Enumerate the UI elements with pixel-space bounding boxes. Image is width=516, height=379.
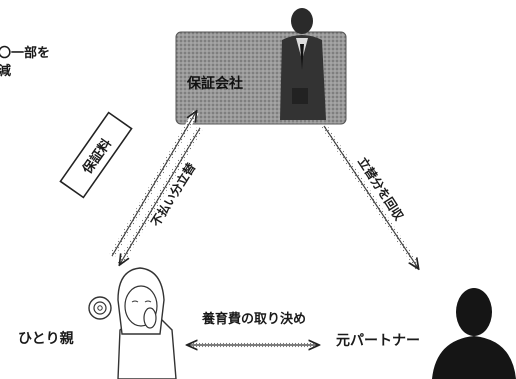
top-left-text-line-1: 〇一部を xyxy=(0,46,51,61)
fee-box xyxy=(59,111,133,199)
worry-swirl-icon xyxy=(88,296,112,320)
ex-partner-silhouette-icon xyxy=(432,288,516,379)
guarantor-label: 保証会社 xyxy=(187,76,243,92)
ex-partner-label: 元パートナー xyxy=(336,333,420,349)
advance-arrow xyxy=(117,126,203,264)
collect-arrow xyxy=(321,124,421,268)
agreement-label: 養育費の取り決め xyxy=(202,312,307,327)
single-parent-icon xyxy=(117,267,177,379)
top-left-text-line-2: 減 xyxy=(0,64,12,79)
businessman-icon xyxy=(280,8,326,120)
single-parent-label: ひとり親 xyxy=(18,331,74,347)
fee-arrow xyxy=(109,112,199,258)
